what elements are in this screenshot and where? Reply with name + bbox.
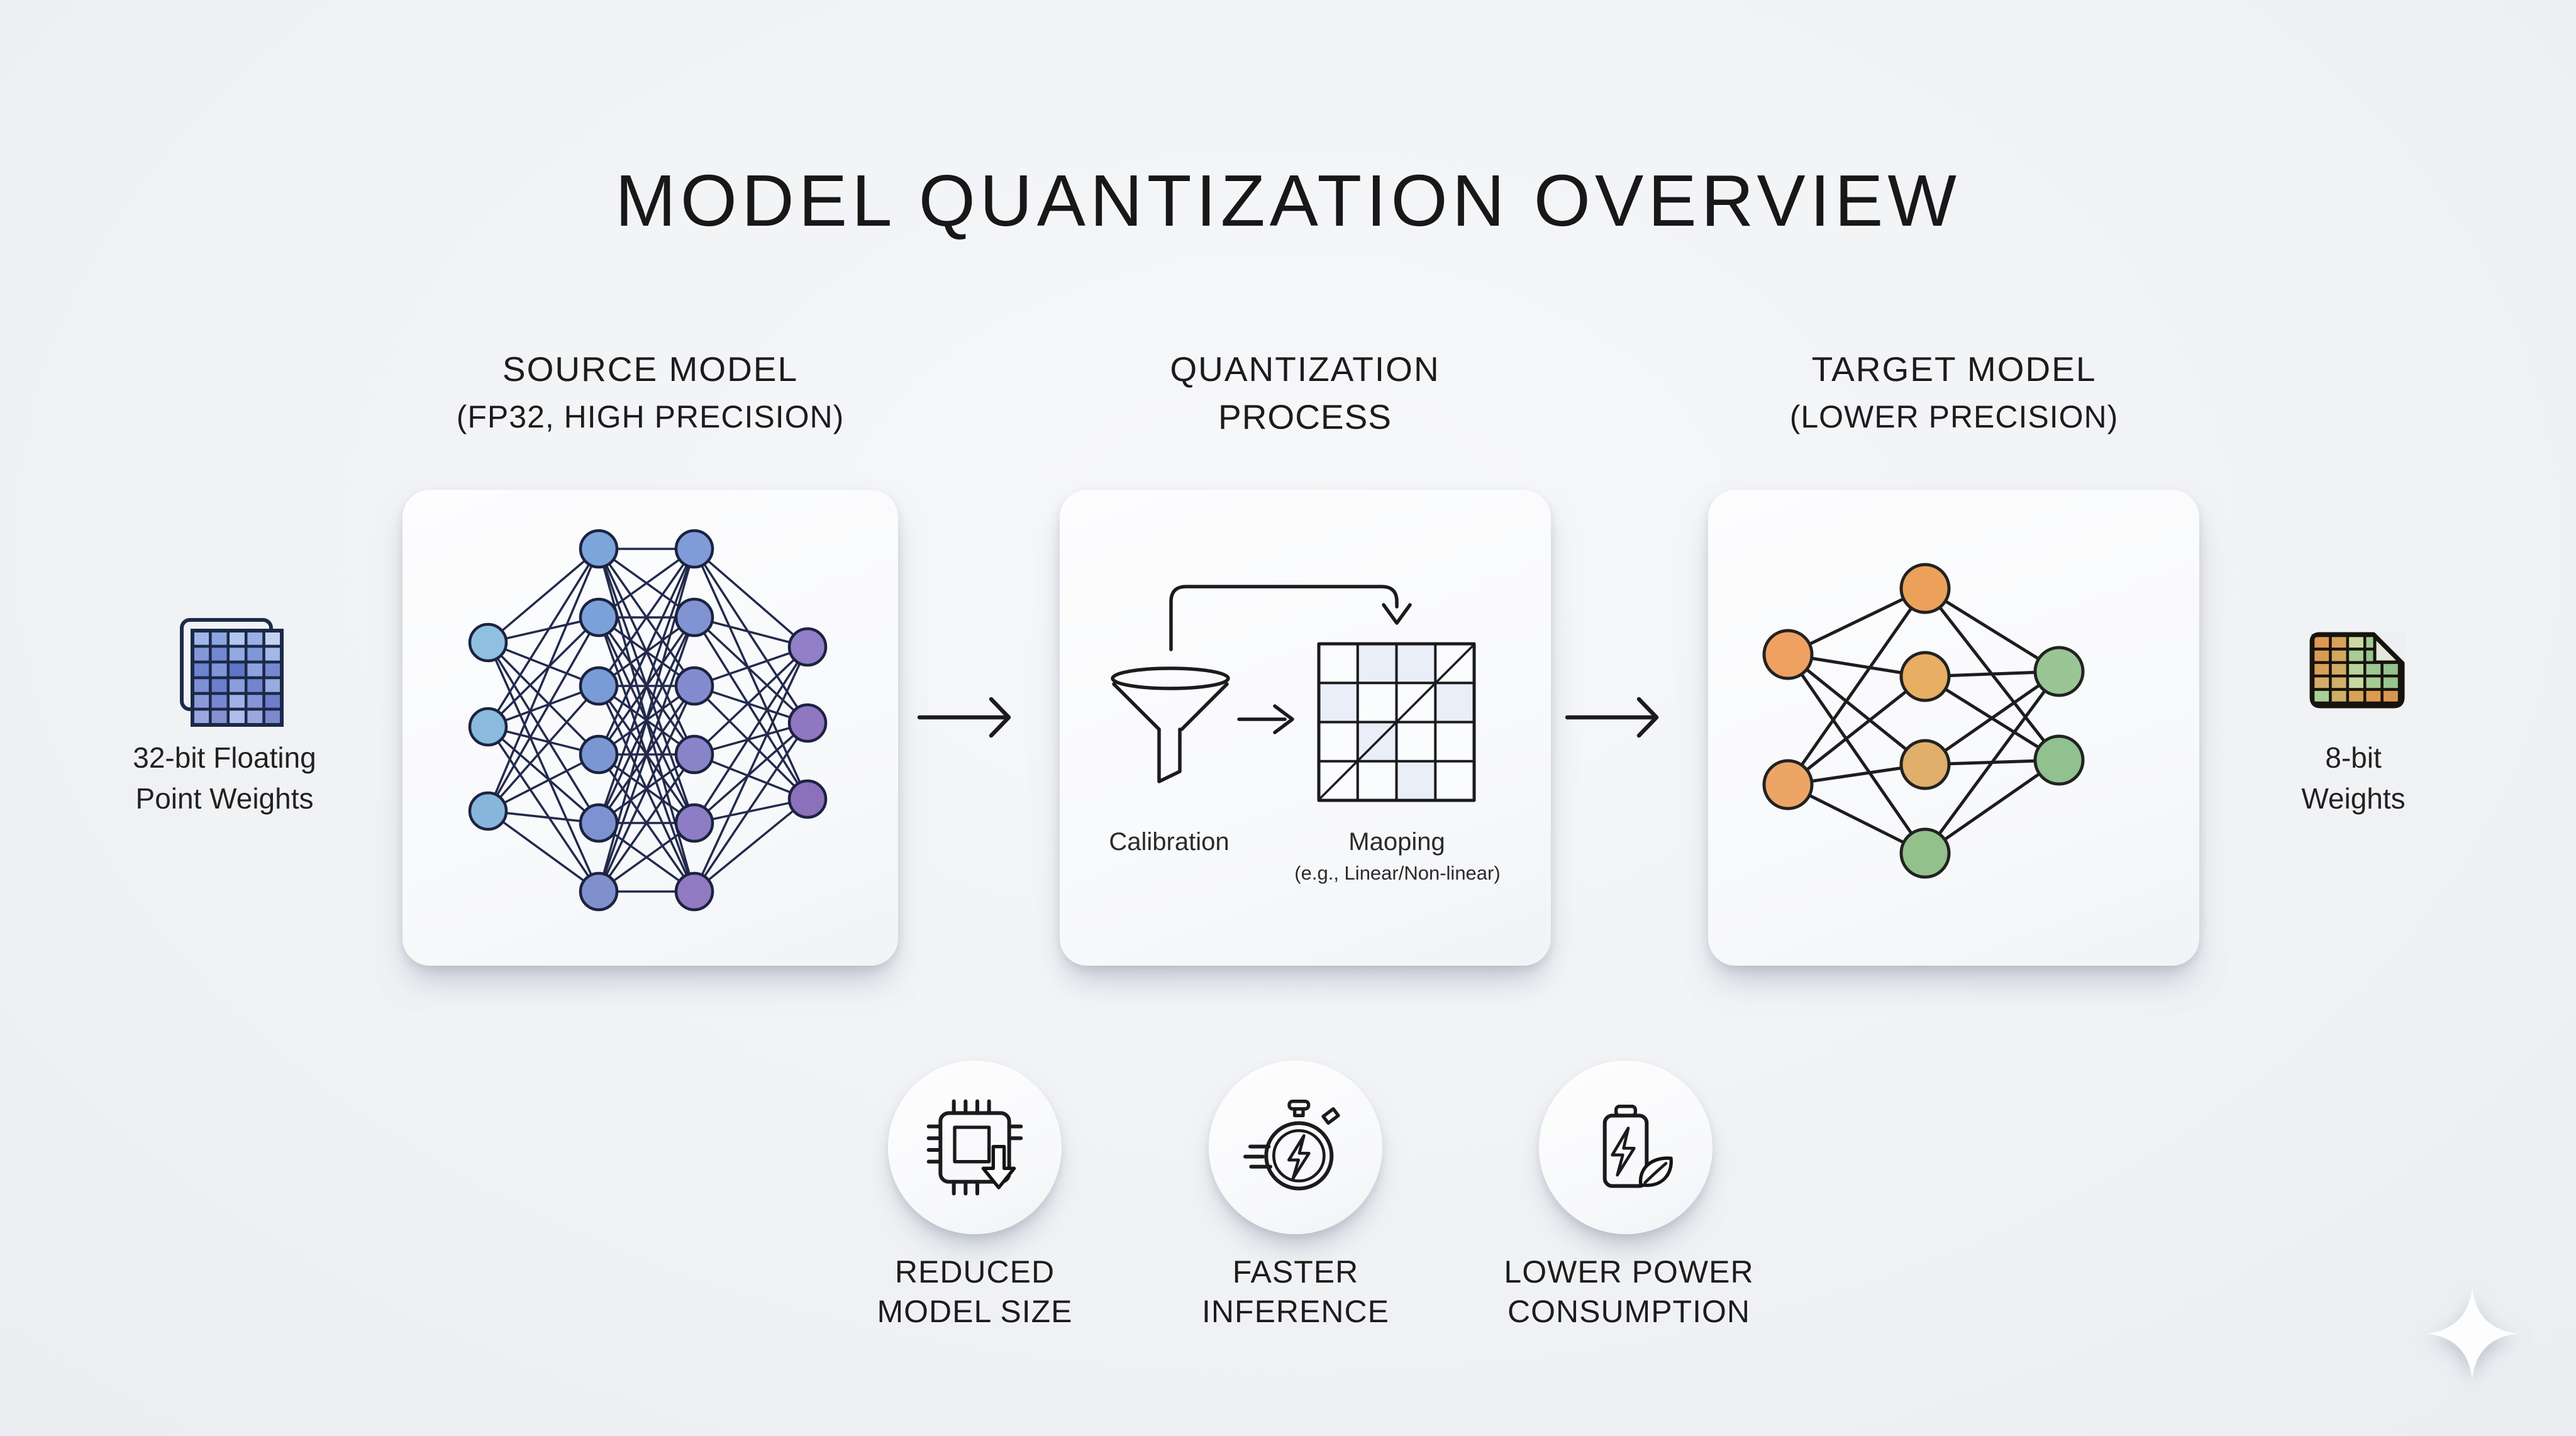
funnel-to-grid-arrow (1237, 704, 1294, 734)
reduced-model-size-label: REDUCED MODEL SIZE (877, 1252, 1073, 1332)
process-panel-header: QUANTIZATION PROCESS (1170, 350, 1440, 435)
faster-inference-label: FASTER INFERENCE (1202, 1252, 1389, 1332)
chip-shrink-icon (926, 1099, 1023, 1196)
fp32-weight-matrix-icon (180, 618, 284, 727)
fp32-weights-label-line2: Point Weights (135, 782, 314, 815)
leaf-icon (1638, 1156, 1673, 1187)
down-arrow-icon (981, 1145, 1016, 1190)
target-model-card (1708, 490, 2199, 966)
benefit-1-line2: MODEL SIZE (877, 1294, 1073, 1329)
process-panel-subheading: PROCESS (1218, 397, 1392, 436)
process-to-target-arrow-icon (1565, 697, 1659, 738)
lightning-bolt-icon (1287, 1134, 1311, 1180)
int8-weights-label-line1: 8-bit (2325, 741, 2382, 774)
page-title: MODEL QUANTIZATION OVERVIEW (615, 160, 1961, 241)
fp32-weights-label: 32-bit Floating Point Weights (133, 737, 316, 819)
source-panel-header: SOURCE MODEL (FP32, HIGH PRECISION) (457, 350, 845, 435)
linear-mapping-diagonal (1319, 644, 1474, 800)
target-network-graphic (1762, 563, 2085, 879)
lower-power-label: LOWER POWER CONSUMPTION (1504, 1252, 1753, 1332)
battery-eco-icon (1602, 1105, 1673, 1188)
source-network-graphic (468, 529, 828, 912)
target-panel-header: TARGET MODEL (LOWER PRECISION) (1790, 350, 2119, 435)
int8-weight-matrix-icon (2309, 632, 2405, 709)
sparkle-logo-icon (2426, 1288, 2518, 1379)
benefit-1-line1: REDUCED (894, 1254, 1055, 1290)
benefit-3-line1: LOWER POWER (1504, 1254, 1754, 1290)
source-to-process-arrow-icon (917, 697, 1011, 738)
process-graphic (1111, 585, 1476, 802)
target-panel-subheading: (LOWER PRECISION) (1789, 399, 2119, 434)
benefit-2-line1: FASTER (1232, 1254, 1359, 1290)
source-model-card (402, 490, 898, 966)
lightning-bolt-icon (1611, 1127, 1636, 1177)
calibration-to-mapping-elbow-arrow (1169, 585, 1412, 651)
faster-inference-badge (1209, 1061, 1382, 1234)
fp32-weights-label-line1: 32-bit Floating (133, 741, 316, 774)
mapping-grid-icon (1317, 642, 1476, 802)
mapping-note: (e.g., Linear/Non-linear) (1294, 862, 1501, 884)
mapping-label: Maoping (1348, 828, 1445, 856)
benefit-3-line2: CONSUMPTION (1507, 1294, 1750, 1329)
int8-weights-label: 8-bit Weights (2301, 737, 2405, 819)
reduced-model-size-badge (888, 1061, 1062, 1234)
calibration-label: Calibration (1109, 828, 1230, 856)
lower-power-badge (1539, 1061, 1713, 1234)
funnel-icon (1111, 666, 1230, 783)
int8-weights-label-line2: Weights (2301, 782, 2406, 815)
process-panel-heading: QUANTIZATION (1170, 350, 1440, 389)
quantization-process-card: Calibration Maoping (e.g., Linear/Non-li… (1060, 490, 1551, 966)
source-panel-heading: SOURCE MODEL (502, 350, 799, 389)
source-panel-subheading: (FP32, HIGH PRECISION) (456, 399, 845, 434)
target-panel-heading: TARGET MODEL (1811, 350, 2097, 389)
stopwatch-speed-icon (1243, 1100, 1340, 1191)
benefit-2-line2: INFERENCE (1202, 1294, 1389, 1329)
